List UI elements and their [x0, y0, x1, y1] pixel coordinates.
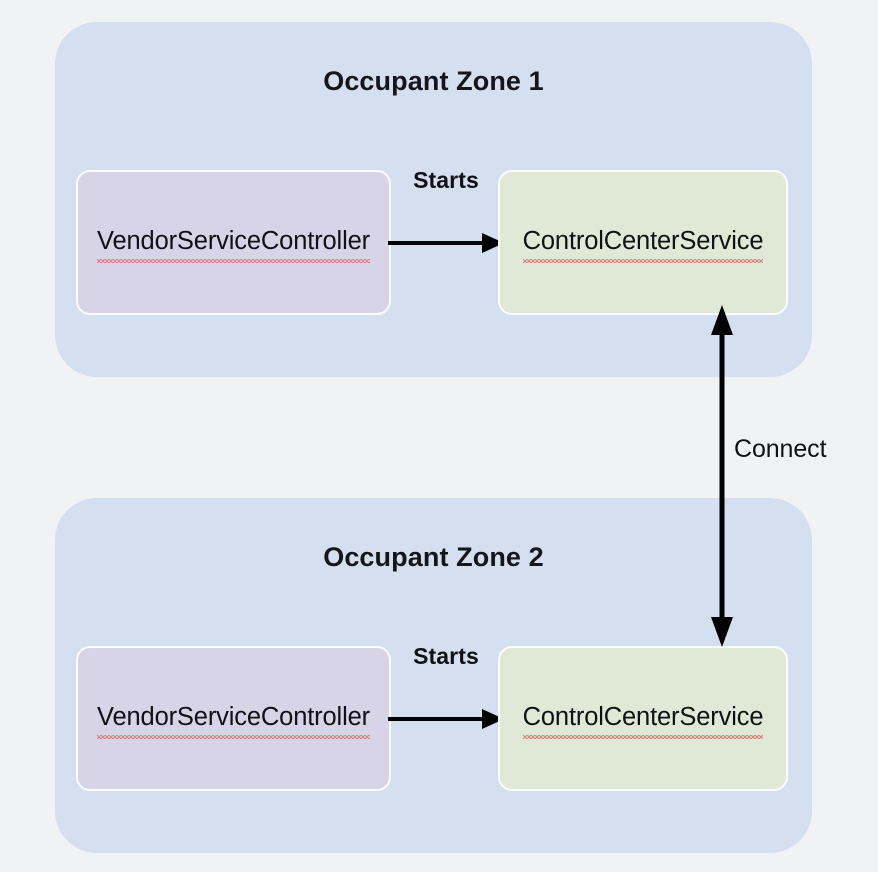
occupant-zone-2-container: Occupant Zone 2 VendorServiceController …	[55, 498, 812, 853]
occupant-zone-1-title: Occupant Zone 1	[323, 66, 544, 96]
occupant-zone-2-title: Occupant Zone 2	[323, 542, 544, 572]
zone2-vendor-service-controller-node[interactable]: VendorServiceController	[76, 646, 391, 791]
zone1-vendor-service-controller-node[interactable]: VendorServiceController	[76, 170, 391, 315]
zone1-control-center-service-label: ControlCenterService	[522, 227, 764, 263]
zone2-starts-edge-label: Starts	[413, 643, 479, 669]
zone1-control-center-service-node[interactable]: ControlCenterService	[498, 170, 788, 315]
connect-bidirectional-arrow-icon	[711, 305, 733, 647]
zone2-starts-arrow-icon	[388, 709, 504, 729]
connect-edge-label: Connect	[734, 435, 827, 463]
zone1-starts-arrow-icon	[388, 233, 504, 253]
zone1-starts-edge-label: Starts	[413, 167, 479, 193]
zone2-control-center-service-node[interactable]: ControlCenterService	[498, 646, 788, 791]
occupant-zone-1-container: Occupant Zone 1 VendorServiceController …	[55, 22, 812, 377]
zone2-vendor-service-controller-label: VendorServiceController	[97, 703, 370, 739]
zone2-control-center-service-label: ControlCenterService	[522, 703, 764, 739]
zone1-vendor-service-controller-label: VendorServiceController	[97, 227, 370, 263]
